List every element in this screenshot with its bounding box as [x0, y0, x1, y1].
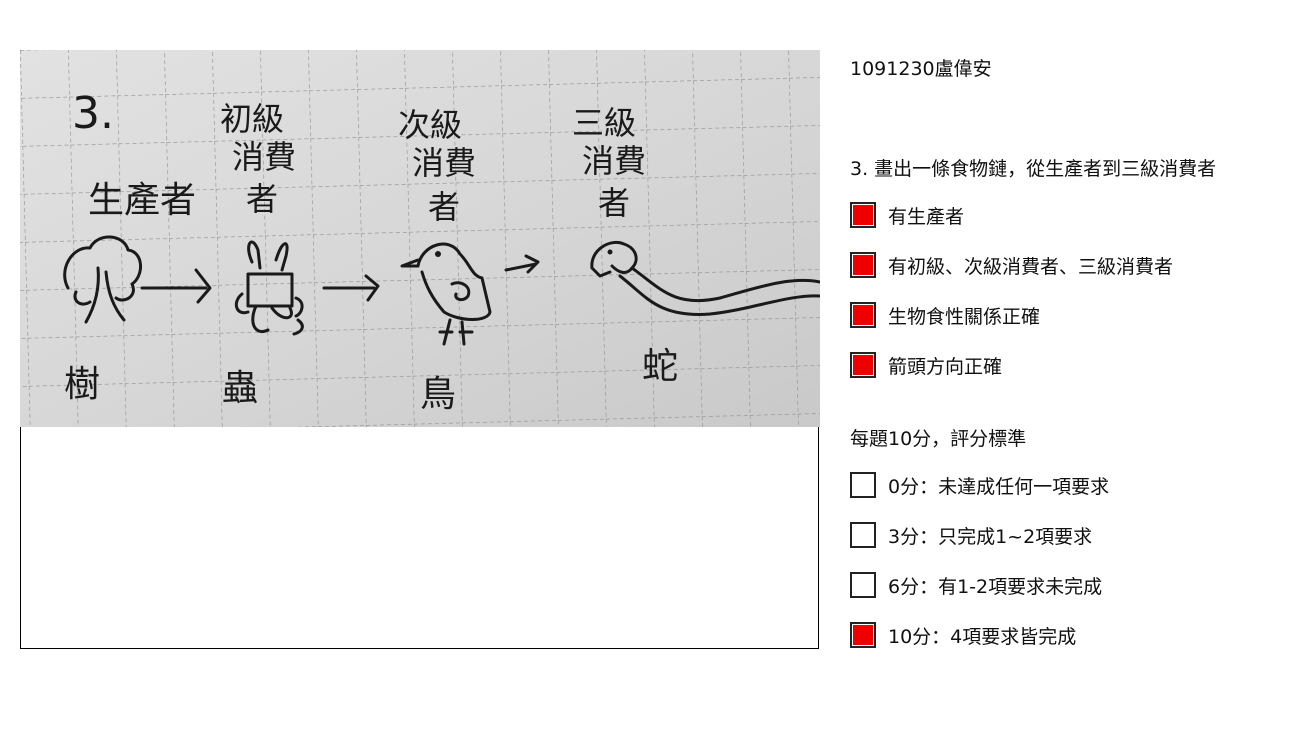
- score-option-10[interactable]: 10分：4項要求皆完成: [850, 620, 1076, 650]
- hw-level-tertiary: 三級 消費 者: [572, 104, 646, 222]
- criterion-arrow-direction[interactable]: 箭頭方向正確: [850, 350, 1002, 380]
- criterion-checkbox[interactable]: [850, 202, 876, 228]
- criterion-checkbox[interactable]: [850, 302, 876, 328]
- check-mark: [853, 355, 873, 375]
- criterion-label: 有生產者: [888, 205, 965, 228]
- criterion-label: 生物食性關係正確: [888, 305, 1041, 328]
- hw-level-tertiary-2: 消費: [582, 142, 646, 180]
- hw-level-primary-3: 者: [246, 180, 278, 218]
- hw-snake-drawing: [590, 241, 820, 316]
- criterion-checkbox[interactable]: [850, 352, 876, 378]
- hw-tree-drawing: [63, 235, 142, 324]
- hw-level-primary-1: 初級: [220, 100, 284, 138]
- hw-level-primary-2: 消費: [232, 138, 296, 176]
- hw-organism-bird: 鳥: [420, 374, 456, 415]
- check-mark: [853, 205, 873, 225]
- criterion-label: 有初級、次級消費者、三級消費者: [888, 255, 1174, 278]
- student-id: 1091230盧偉安: [850, 58, 992, 80]
- score-checkbox[interactable]: [850, 622, 876, 648]
- criterion-feeding-relation[interactable]: 生物食性關係正確: [850, 300, 1040, 330]
- hw-level-secondary-2: 消費: [412, 144, 476, 182]
- scoring-note: 每題10分，評分標準: [850, 428, 1027, 450]
- hw-level-tertiary-1: 三級: [572, 104, 636, 142]
- hw-level-secondary-1: 次級: [398, 106, 462, 144]
- hw-question-number: 3.: [72, 88, 114, 139]
- criterion-consumers[interactable]: 有初級、次級消費者、三級消費者: [850, 250, 1173, 280]
- hw-level-secondary: 次級 消費 者: [398, 106, 476, 226]
- score-option-3[interactable]: 3分：只完成1~2項要求: [850, 520, 1092, 550]
- hw-organism-bug: 蟲: [222, 368, 258, 409]
- criterion-label: 箭頭方向正確: [888, 355, 1003, 378]
- criterion-checkbox[interactable]: [850, 252, 876, 278]
- hw-organism-snake: 蛇: [642, 346, 678, 387]
- hw-arrow-2: [322, 274, 380, 302]
- hw-level-secondary-3: 者: [428, 188, 460, 226]
- score-label: 3分：只完成1~2項要求: [888, 525, 1093, 548]
- hw-bug-drawing: [234, 240, 304, 336]
- score-option-6[interactable]: 6分：有1-2項要求未完成: [850, 570, 1102, 600]
- criterion-producer[interactable]: 有生產者: [850, 200, 964, 230]
- score-label: 0分：未達成任何一項要求: [888, 475, 1110, 498]
- hw-bird-drawing: [400, 242, 492, 346]
- score-option-0[interactable]: 0分：未達成任何一項要求: [850, 470, 1109, 500]
- score-checkbox[interactable]: [850, 472, 876, 498]
- hw-level-tertiary-3: 者: [598, 184, 630, 222]
- check-mark: [853, 625, 873, 645]
- score-checkbox[interactable]: [850, 572, 876, 598]
- score-label: 10分：4項要求皆完成: [888, 625, 1077, 648]
- handwritten-answer-photo: 3. 生產者 初級 消費 者 次級 消費 者 三級 消費 者: [20, 50, 820, 427]
- check-mark: [853, 305, 873, 325]
- hw-organism-tree: 樹: [64, 364, 100, 405]
- score-checkbox[interactable]: [850, 522, 876, 548]
- check-mark: [853, 255, 873, 275]
- score-label: 6分：有1-2項要求未完成: [888, 575, 1103, 598]
- hw-arrow-3: [504, 254, 540, 274]
- hw-level-primary: 初級 消費 者: [220, 100, 296, 218]
- hw-arrow-1: [140, 268, 212, 304]
- question-text: 3. 畫出一條食物鏈，從生產者到三級消費者: [850, 158, 1217, 180]
- hw-level-producer: 生產者: [88, 180, 196, 221]
